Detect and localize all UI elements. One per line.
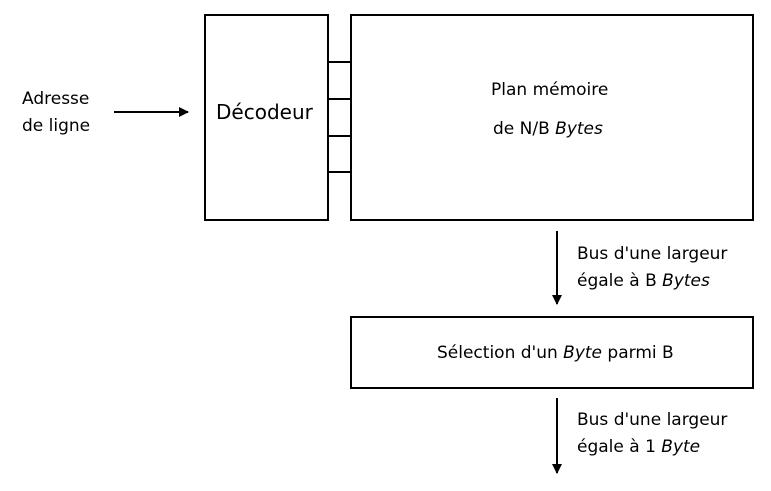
- bus-bottom-line2-italic: Byte: [661, 437, 701, 457]
- bus-bottom-line2-prefix: égale à 1: [577, 437, 662, 457]
- memory-line2-italic: Bytes: [555, 119, 603, 139]
- address-line1: Adresse: [22, 89, 90, 109]
- selection-italic: Byte: [563, 343, 603, 363]
- bus-top-line2-prefix: égale à B: [577, 271, 663, 291]
- decoder-box: Décodeur: [204, 14, 329, 221]
- memory-line2-prefix: de N/B: [493, 119, 556, 139]
- bus-top-line2-italic: Bytes: [662, 271, 710, 291]
- bus-bottom-label: Bus d'une largeur égale à 1 Byte: [577, 407, 727, 461]
- bus-top-line1: Bus d'une largeur: [577, 244, 728, 264]
- selection-prefix: Sélection d'un: [437, 343, 564, 363]
- selection-suffix: parmi B: [602, 343, 674, 363]
- bus-bottom-line1: Bus d'une largeur: [577, 410, 728, 430]
- decoder-label: Décodeur: [216, 100, 313, 124]
- memory-plane-box: Plan mémoire de N/B Bytes: [350, 14, 754, 221]
- memory-line2: de N/B Bytes: [493, 116, 603, 143]
- bus-top-line2: égale à B Bytes: [577, 268, 727, 295]
- bus-bottom-line2: égale à 1 Byte: [577, 434, 727, 461]
- selection-label: Sélection d'un Byte parmi B: [437, 340, 674, 367]
- address-label: Adresse de ligne: [22, 86, 90, 140]
- selection-box: Sélection d'un Byte parmi B: [350, 316, 754, 389]
- bus-top-label: Bus d'une largeur égale à B Bytes: [577, 241, 727, 295]
- address-line2: de ligne: [22, 116, 91, 136]
- memory-line1: Plan mémoire: [491, 80, 609, 100]
